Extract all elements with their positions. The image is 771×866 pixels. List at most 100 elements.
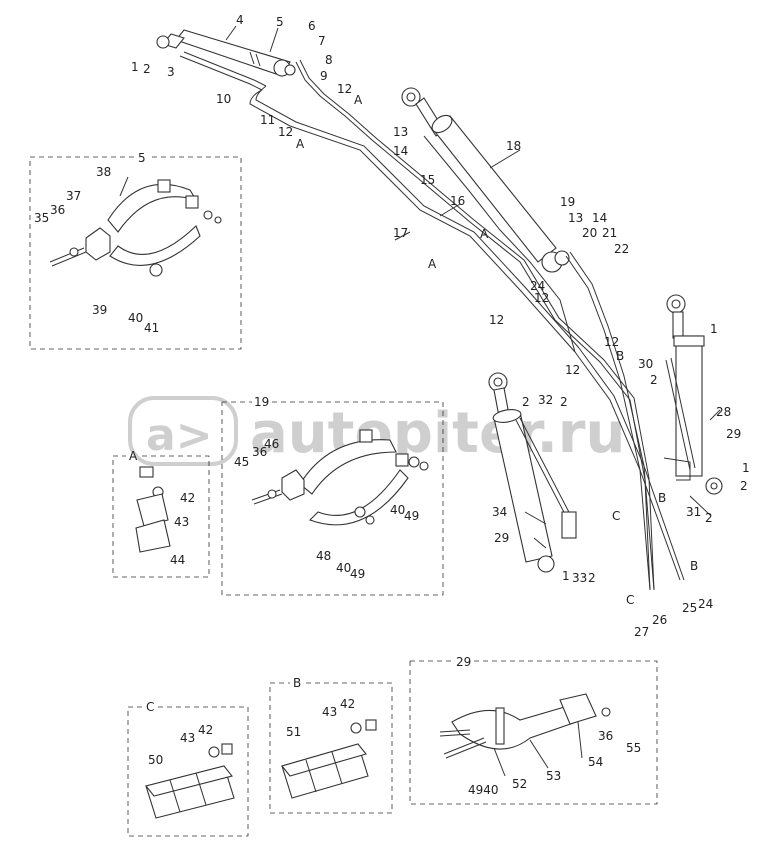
callout-21: 21 bbox=[602, 226, 617, 240]
callout-12b: 12 bbox=[337, 82, 352, 96]
panel-title-29: 29 bbox=[456, 655, 471, 669]
callout-10: 10 bbox=[216, 92, 231, 106]
callout-29b: 29 bbox=[494, 531, 509, 545]
detail-panel-clamp-C: C bbox=[127, 700, 249, 837]
callout-19: 19 bbox=[560, 195, 575, 209]
detail-panel-fitting-A: A bbox=[112, 449, 210, 578]
callout-2: 2 bbox=[143, 62, 151, 76]
callout-12f: 12 bbox=[565, 363, 580, 377]
callout-51: 51 bbox=[286, 725, 301, 739]
callout-30: 30 bbox=[638, 357, 653, 371]
right-hydraulic-cylinder bbox=[663, 294, 723, 495]
callout-14a: 14 bbox=[393, 144, 408, 158]
callout-23: 24 bbox=[530, 279, 545, 293]
detail-panel-bracket-29: 29 bbox=[409, 655, 658, 805]
callout-43c: 43 bbox=[322, 705, 337, 719]
callout-A-2: A bbox=[354, 93, 363, 107]
callout-42a: 42 bbox=[180, 491, 195, 505]
callout-38: 38 bbox=[96, 165, 111, 179]
callout-42b: 42 bbox=[198, 723, 213, 737]
panel-title-C: C bbox=[146, 700, 154, 714]
callout-13a: 13 bbox=[393, 125, 408, 139]
callout-43b: 43 bbox=[180, 731, 195, 745]
callout-14b: 14 bbox=[592, 211, 607, 225]
callout-22: 22 bbox=[614, 242, 629, 256]
top-hydraulic-cylinder bbox=[156, 29, 296, 77]
panel-title-B: B bbox=[293, 676, 301, 690]
callout-24: 24 bbox=[698, 597, 713, 611]
callout-40a: 40 bbox=[128, 311, 143, 325]
detail-panel-clamp-19: 19 bbox=[221, 395, 444, 596]
watermark-logo: a> bbox=[146, 410, 213, 461]
callout-8: 8 bbox=[325, 53, 333, 67]
callout-C-1: C bbox=[612, 509, 620, 523]
callout-44: 44 bbox=[170, 553, 185, 567]
callout-35: 35 bbox=[34, 211, 49, 225]
callout-52: 52 bbox=[512, 777, 527, 791]
callout-50: 50 bbox=[148, 753, 163, 767]
callout-12a: 12 bbox=[278, 125, 293, 139]
bracket-29-assembly bbox=[439, 693, 611, 759]
panel-title-A: A bbox=[129, 449, 138, 463]
watermark: a> autopiter.ru bbox=[128, 396, 625, 466]
callout-39: 39 bbox=[92, 303, 107, 317]
callout-46: 46 bbox=[264, 437, 279, 451]
callout-2g: 2 bbox=[588, 571, 596, 585]
callout-1b: 1 bbox=[710, 322, 718, 336]
callout-4940: 4940 bbox=[468, 783, 499, 797]
callout-1c: 1 bbox=[742, 461, 750, 475]
callout-C-2: C bbox=[626, 593, 634, 607]
callout-49b: 49 bbox=[404, 509, 419, 523]
callout-29a: 29 bbox=[726, 427, 741, 441]
callout-B-2: B bbox=[658, 491, 666, 505]
callout-12e: 12 bbox=[604, 335, 619, 349]
callout-A-3: A bbox=[480, 227, 489, 241]
callout-9: 9 bbox=[320, 69, 328, 83]
callout-48: 48 bbox=[316, 549, 331, 563]
callout-20: 20 bbox=[582, 226, 597, 240]
detail-panel-clamp-5: 5 bbox=[29, 151, 242, 350]
callout-41: 41 bbox=[144, 321, 159, 335]
callout-labels: 1 2 3 4 5 6 7 8 9 10 11 12 12 A A 13 14 … bbox=[34, 13, 750, 797]
callout-36c: 36 bbox=[598, 729, 613, 743]
callout-11: 11 bbox=[260, 113, 275, 127]
clamp-C-assembly bbox=[145, 743, 235, 819]
callout-2e: 2 bbox=[522, 395, 530, 409]
callout-40c: 40 bbox=[390, 503, 405, 517]
callout-43a: 43 bbox=[174, 515, 189, 529]
callout-2b: 2 bbox=[650, 373, 658, 387]
callout-16: 16 bbox=[450, 194, 465, 208]
callout-13b: 13 bbox=[568, 211, 583, 225]
callout-28: 28 bbox=[716, 405, 731, 419]
panel-title-19: 19 bbox=[254, 395, 269, 409]
panel-title-5: 5 bbox=[138, 151, 146, 165]
callout-7: 7 bbox=[318, 34, 326, 48]
callout-B-3: B bbox=[690, 559, 698, 573]
callout-4: 4 bbox=[236, 13, 244, 27]
callout-40b: 40 bbox=[336, 561, 351, 575]
callout-1d: 1 bbox=[562, 569, 570, 583]
callout-12c: 12 bbox=[534, 291, 549, 305]
callout-26: 26 bbox=[652, 613, 667, 627]
clamp-5-assembly bbox=[49, 179, 222, 277]
callout-42c: 42 bbox=[340, 697, 355, 711]
callout-54: 54 bbox=[588, 755, 603, 769]
clamp-19-assembly bbox=[251, 429, 429, 526]
callout-B-1: B bbox=[616, 349, 624, 363]
callout-37: 37 bbox=[66, 189, 81, 203]
callout-3: 3 bbox=[167, 65, 175, 79]
callout-49a: 49 bbox=[350, 567, 365, 581]
callout-53: 53 bbox=[546, 769, 561, 783]
callout-36: 36 bbox=[50, 203, 65, 217]
callout-31: 31 bbox=[686, 505, 701, 519]
callout-2f: 2 bbox=[560, 395, 568, 409]
callout-A-1: A bbox=[296, 137, 305, 151]
detail-panel-clamp-B: B bbox=[269, 676, 393, 814]
callout-55: 55 bbox=[626, 741, 641, 755]
callout-32: 32 bbox=[538, 393, 553, 407]
callout-6: 6 bbox=[308, 19, 316, 33]
callout-45: 45 bbox=[234, 455, 249, 469]
callout-2d: 2 bbox=[705, 511, 713, 525]
callout-12d: 12 bbox=[489, 313, 504, 327]
